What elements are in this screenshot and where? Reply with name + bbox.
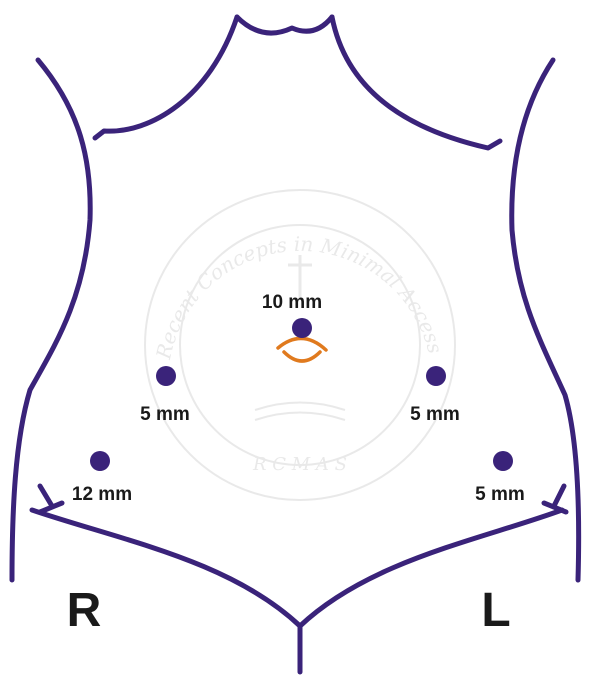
watermark-bottom-text: R C M A S — [252, 454, 347, 475]
port-label: 10 mm — [262, 292, 322, 313]
port-right-lower: 12 mm — [72, 451, 132, 505]
port-label: 5 mm — [410, 404, 460, 425]
port-label: 5 mm — [140, 404, 190, 425]
umbilicus-lower-arc — [284, 352, 320, 361]
watermark-book-icon — [255, 403, 345, 421]
port-marker — [156, 366, 176, 386]
port-left-lower: 5 mm — [475, 451, 525, 505]
right-side-label: R — [67, 584, 102, 637]
port-marker — [292, 318, 312, 338]
port-marker — [493, 451, 513, 471]
right-iliac-mark — [40, 486, 62, 512]
left-clavicle-line — [332, 17, 500, 148]
port-marker — [90, 451, 110, 471]
port-umbilical: 10 mm — [262, 292, 322, 338]
left-side-label: L — [481, 584, 510, 637]
watermark: Recent Concepts in Minimal Access Surger… — [0, 0, 455, 500]
umbilicus-icon — [278, 338, 326, 361]
port-label: 5 mm — [475, 484, 525, 505]
neck-line — [237, 17, 332, 33]
right-clavicle-line — [95, 17, 237, 138]
port-marker — [426, 366, 446, 386]
port-label: 12 mm — [72, 484, 132, 505]
watermark-arc-text: Recent Concepts in Minimal Access Surger… — [0, 0, 449, 362]
torso-outline — [12, 17, 579, 672]
left-iliac-mark — [544, 486, 566, 512]
umbilicus-upper-arc — [278, 338, 326, 350]
